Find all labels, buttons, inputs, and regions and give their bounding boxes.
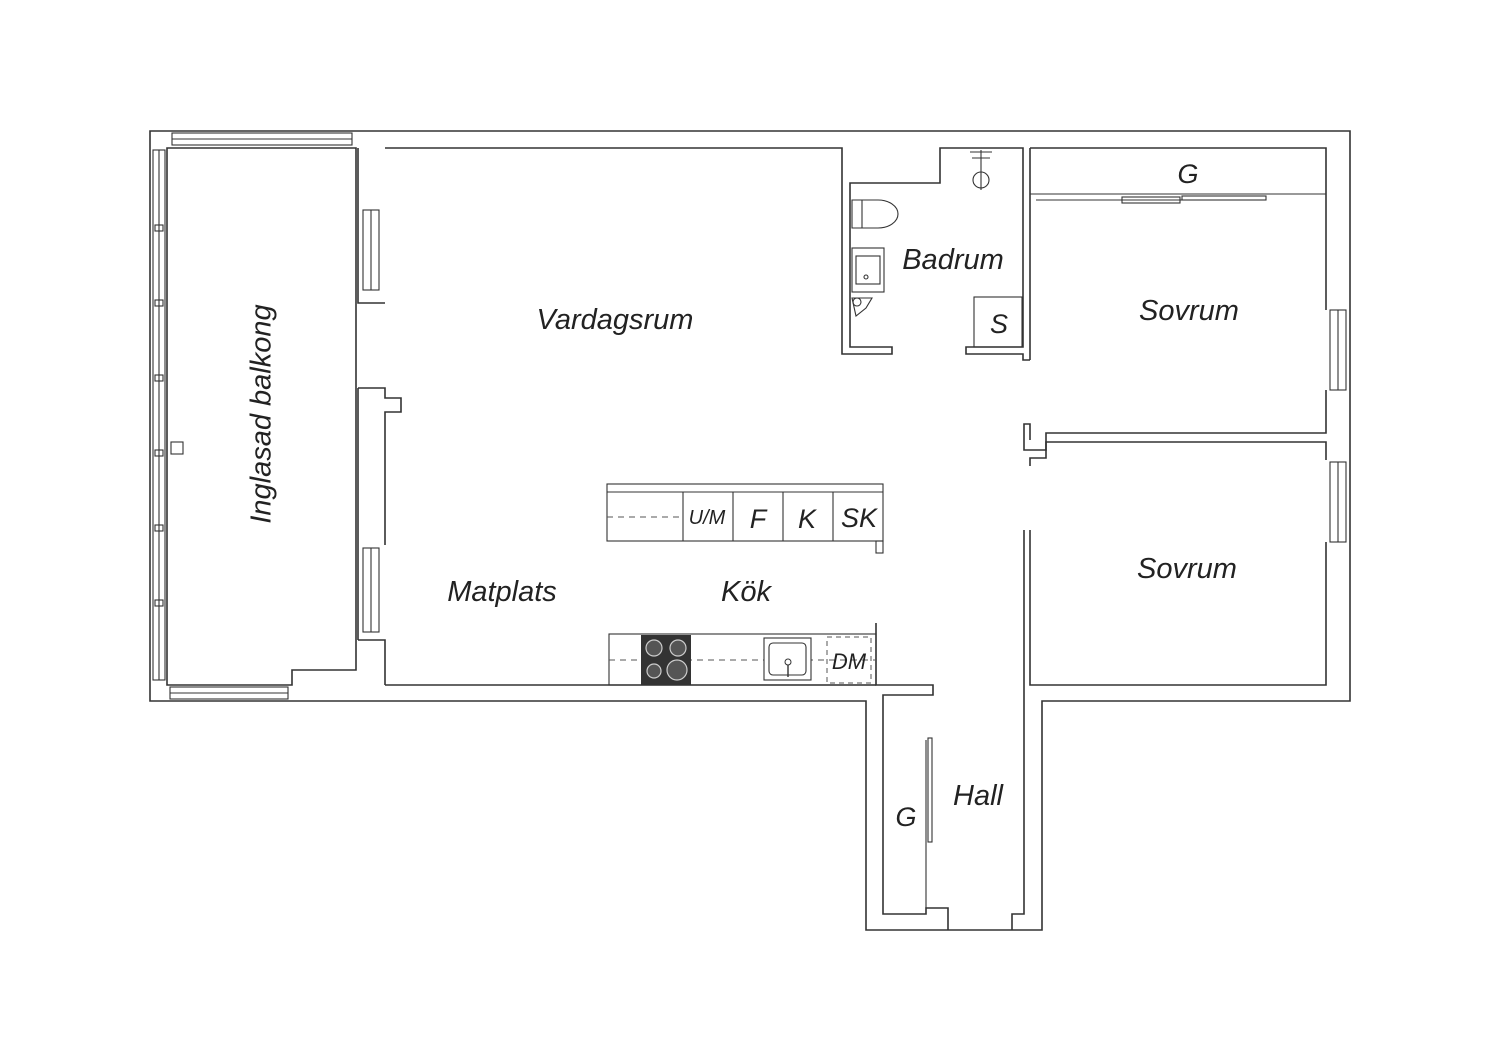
bedroom-1-walls bbox=[1023, 147, 1347, 451]
dishwasher-label: DM bbox=[832, 649, 867, 674]
fixture-labels: G G S U/M F K SK DM bbox=[689, 159, 1199, 832]
room-label-hall: Hall bbox=[953, 780, 1005, 812]
cooler-label: K bbox=[798, 504, 817, 534]
exterior-walls bbox=[149, 130, 1351, 931]
wardrobe-label-bedroom: G bbox=[1177, 159, 1198, 189]
wardrobe-label-hall: G bbox=[895, 802, 916, 832]
bedroom-2-walls bbox=[1029, 441, 1347, 686]
room-label-bedroom-2: Sovrum bbox=[1137, 553, 1237, 585]
hall-wardrobe bbox=[925, 737, 933, 908]
balcony-wall bbox=[357, 148, 402, 685]
freezer-label: SK bbox=[841, 503, 878, 533]
storage-label-bathroom: S bbox=[990, 309, 1008, 339]
kitchen-island bbox=[606, 483, 884, 554]
room-label-bedroom-1: Sovrum bbox=[1139, 295, 1239, 327]
sink-icon bbox=[763, 637, 812, 681]
balcony-area bbox=[152, 132, 357, 700]
room-label-living-room: Vardagsrum bbox=[537, 304, 694, 336]
fridge-label: F bbox=[750, 504, 768, 534]
room-labels: Inglasad balkong Vardagsrum Badrum Sovru… bbox=[246, 244, 1239, 812]
bathroom-fixtures bbox=[851, 150, 1023, 348]
washer-dryer-label: U/M bbox=[689, 507, 726, 529]
room-label-balcony: Inglasad balkong bbox=[246, 304, 278, 523]
room-label-dining: Matplats bbox=[447, 576, 557, 608]
room-label-kitchen: Kök bbox=[721, 576, 772, 608]
kitchen-counter bbox=[608, 633, 877, 686]
room-label-bathroom: Badrum bbox=[902, 244, 1004, 276]
